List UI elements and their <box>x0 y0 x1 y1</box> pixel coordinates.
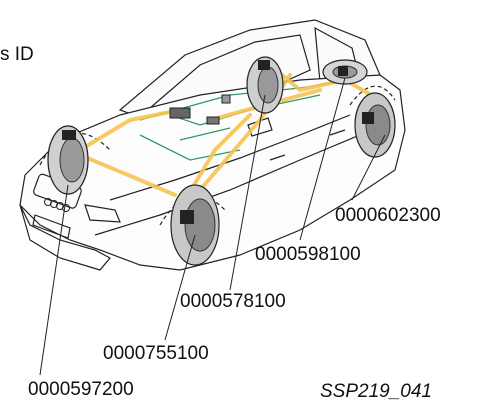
callout-id-4: 0000597200 <box>28 379 134 400</box>
audi-rings <box>44 198 70 212</box>
wheel-rear-right <box>354 92 396 158</box>
reference-code: SSP219_041 <box>320 381 432 402</box>
callout-id-0: 0000602300 <box>335 205 441 226</box>
callout-leaders <box>39 77 386 376</box>
wheel-front-right <box>170 184 220 266</box>
header-label: s ID <box>0 44 34 65</box>
wheel-front-left <box>47 125 89 195</box>
spare-wheel <box>322 59 368 85</box>
callout-id-2: 0000578100 <box>180 291 286 312</box>
callout-id-3: 0000755100 <box>103 343 209 364</box>
control-units <box>169 94 231 125</box>
callout-id-1: 0000598100 <box>255 244 361 265</box>
wheel-rear-left <box>246 56 284 114</box>
